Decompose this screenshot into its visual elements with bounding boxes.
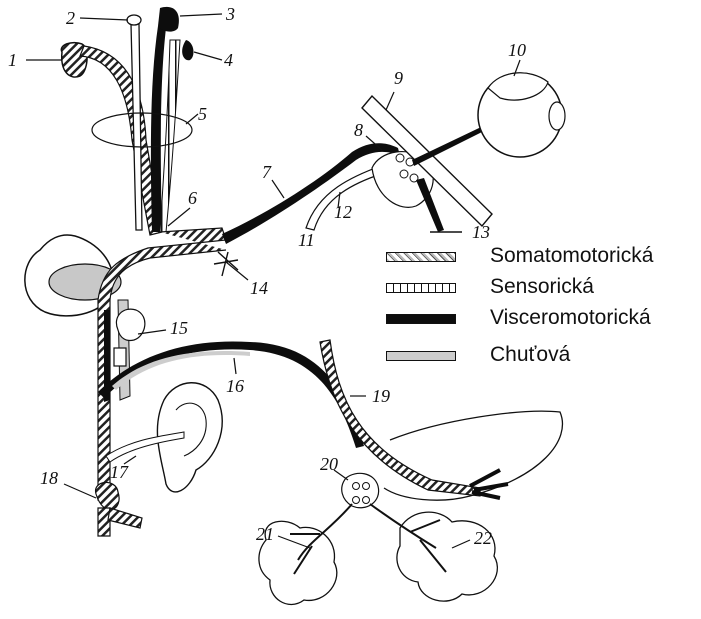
legend-item-somatomotor: Somatomotorická: [386, 242, 698, 273]
nucleus-4: [182, 40, 193, 60]
legend-label: Chuťová: [490, 343, 570, 367]
legend-label: Sensorická: [490, 275, 594, 299]
ganglion-cell: [353, 497, 360, 504]
ganglion-cell: [400, 170, 408, 178]
ganglion-14: [214, 252, 238, 276]
label-14: 14: [250, 278, 268, 298]
lower-branches-18: [96, 482, 120, 509]
ganglion-cell: [396, 154, 404, 162]
ganglion-cell: [363, 483, 370, 490]
label-3: 3: [225, 4, 235, 24]
legend-label: Visceromotorická: [490, 306, 651, 330]
nucleus-3: [158, 7, 179, 32]
branch-18-right: [108, 508, 142, 528]
motor-root-hatched: [80, 46, 162, 235]
label-1: 1: [8, 50, 17, 70]
label-20: 20: [320, 454, 338, 474]
middle-ear-15: [116, 309, 144, 340]
eye-cornea: [549, 102, 565, 130]
tongue-branches: [470, 470, 508, 498]
legend: Somatomotorická Sensorická Visceromotori…: [386, 242, 698, 372]
gray-swatch-icon: [386, 351, 456, 361]
legend-item-taste: Chuťová: [386, 341, 698, 372]
label-16: 16: [226, 376, 244, 396]
label-10: 10: [508, 40, 526, 60]
legend-label: Somatomotorická: [490, 244, 653, 268]
label-9: 9: [394, 68, 403, 88]
label-19: 19: [372, 386, 390, 406]
branch-18-down: [98, 508, 110, 536]
label-6: 6: [188, 188, 197, 208]
black-swatch-icon: [386, 314, 456, 324]
gland-22: [397, 512, 497, 601]
label-11: 11: [298, 230, 315, 250]
label-7: 7: [262, 162, 272, 182]
label-18: 18: [40, 468, 58, 488]
taste-root-4: [160, 40, 180, 232]
label-12: 12: [334, 202, 352, 222]
label-22: 22: [474, 528, 492, 548]
label-13: 13: [472, 222, 490, 242]
legend-item-sensory: Sensorická: [386, 273, 698, 304]
label-8: 8: [354, 120, 363, 140]
stapes-15: [114, 348, 126, 366]
label-4: 4: [224, 50, 233, 70]
label-5: 5: [198, 104, 207, 124]
submandibular-ganglion-20: [342, 473, 379, 507]
label-15: 15: [170, 318, 188, 338]
ganglion-cell: [353, 483, 360, 490]
striped-swatch-icon: [386, 283, 456, 293]
ganglion-cell: [363, 497, 370, 504]
nucleus-2: [127, 15, 141, 25]
hatched-swatch-icon: [386, 252, 456, 262]
legend-item-visceromotor: Visceromotorická: [386, 304, 698, 335]
label-21: 21: [256, 524, 274, 544]
label-2: 2: [66, 8, 75, 28]
label-17: 17: [110, 462, 129, 482]
